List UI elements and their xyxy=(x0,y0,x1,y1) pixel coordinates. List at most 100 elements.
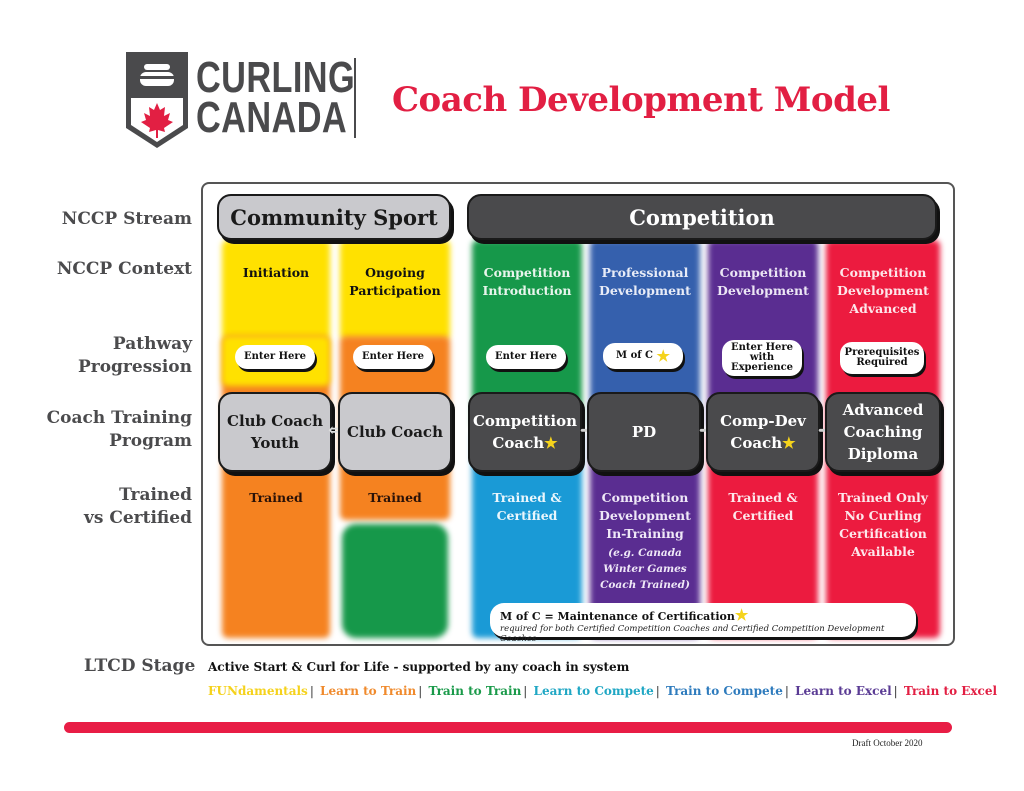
context-competition-development-advanced: Competition Development Advanced xyxy=(826,264,940,318)
program-pd: PD xyxy=(587,392,701,472)
context-line: Participation xyxy=(349,283,441,298)
status-note: (e.g. Canada Winter Games Coach Trained) xyxy=(590,545,700,593)
row-label-program-line-2: Program xyxy=(109,431,192,451)
row-label-trained-line-2: vs Certified xyxy=(83,508,192,528)
program-label: Advanced xyxy=(842,401,924,419)
context-line: Competition xyxy=(483,265,571,280)
star-icon: ★ xyxy=(734,606,749,624)
row-label-program-line-1: Coach Training xyxy=(46,408,192,428)
stream-community-sport: Community Sport xyxy=(217,194,451,240)
pathway-enter-here: Enter Here xyxy=(235,345,315,369)
program-label: Comp-Dev xyxy=(720,412,806,430)
status-line: Certified xyxy=(496,508,558,523)
row-label-trained-line-1: Trained xyxy=(119,485,192,505)
footer-red-bar xyxy=(64,722,952,733)
status-trained: Trained xyxy=(222,489,330,507)
program-label: Coach xyxy=(730,434,783,452)
stage-learn-to-train: Learn to Train xyxy=(320,684,417,698)
status-line: Available xyxy=(851,544,915,559)
divider: | xyxy=(309,684,314,698)
diagram-frame xyxy=(201,182,955,646)
pathway-label: M of C xyxy=(616,350,654,361)
status-line: Trained Only xyxy=(838,490,928,505)
program-label: PD xyxy=(631,423,657,441)
stream-competition: Competition xyxy=(467,194,937,240)
row-label-pathway: Pathway Progression xyxy=(78,333,192,379)
curling-canada-shield-logo xyxy=(126,52,188,148)
pathway-enter-here-with-experience: Enter Here with Experience xyxy=(722,340,802,376)
row-label-pathway-line-2: Progression xyxy=(77,357,192,377)
stage-train-to-compete: Train to Compete xyxy=(666,684,783,698)
context-line: Development xyxy=(717,283,809,298)
status-line: Trained & xyxy=(492,490,562,505)
note-line: (e.g. Canada xyxy=(608,547,682,559)
status-line: Certified xyxy=(732,508,794,523)
note-line: Winter Games xyxy=(603,563,687,575)
row-label-context: NCCP Context xyxy=(56,259,192,279)
band-green xyxy=(342,524,448,638)
pathway-label: Prerequisites xyxy=(844,347,920,358)
pathway-label: Experience xyxy=(730,362,794,373)
program-label: Club Coach xyxy=(227,412,323,430)
context-line: Development xyxy=(837,283,929,298)
band-yellow xyxy=(222,240,330,340)
context-professional-development: Professional Development xyxy=(590,264,700,300)
program-label: Youth xyxy=(250,434,300,452)
status-trained: Trained xyxy=(340,489,450,507)
logo-divider xyxy=(354,58,356,138)
legend-description: required for both Certified Competition … xyxy=(500,624,885,644)
context-line: Ongoing xyxy=(365,265,425,280)
program-label: Coach xyxy=(492,434,545,452)
context-ongoing-participation: Ongoing Participation xyxy=(340,264,450,300)
context-line: Professional xyxy=(601,265,689,280)
logo-line-2: CANADA xyxy=(196,93,348,142)
context-competition-development: Competition Development xyxy=(708,264,818,300)
status-trained-only: Trained Only No Curling Certification Av… xyxy=(826,489,940,561)
legend-title: M of C = Maintenance of Certification xyxy=(500,610,735,623)
ltcd-description: Active Start & Curl for Life - supported… xyxy=(208,660,630,674)
star-icon: ★ xyxy=(656,347,670,365)
context-line: Competition xyxy=(839,265,927,280)
context-initiation: Initiation xyxy=(222,264,330,282)
program-label: Diploma xyxy=(847,445,919,463)
program-club-coach: Club Coach xyxy=(338,392,452,472)
program-label: Club Coach xyxy=(347,423,443,441)
m-of-c-legend: M of C = Maintenance of Certification★ r… xyxy=(490,603,916,644)
status-line: Trained xyxy=(368,490,422,505)
logo-line-1: CURLING xyxy=(196,53,356,102)
context-line: Advanced xyxy=(849,301,917,316)
status-trained-certified: Trained & Certified xyxy=(472,489,582,525)
stage-fundamentals: FUNdamentals xyxy=(208,684,308,698)
note-line: Coach Trained) xyxy=(600,579,690,591)
star-icon: ★ xyxy=(544,434,558,452)
pathway-label: Enter Here xyxy=(730,342,794,353)
band-orange xyxy=(222,336,330,638)
pathway-enter-here: Enter Here xyxy=(486,345,566,369)
row-label-ltcd: LTCD Stage xyxy=(84,656,196,676)
divider: | xyxy=(784,684,789,698)
status-trained-certified: Trained & Certified xyxy=(708,489,818,525)
pathway-m-of-c: M of C ★ xyxy=(603,343,683,369)
status-in-training: Competition Development In-Training xyxy=(590,489,700,543)
star-icon: ★ xyxy=(782,434,796,452)
status-line: Competition xyxy=(601,490,689,505)
stage-train-to-train: Train to Train xyxy=(428,684,522,698)
pathway-label: Enter Here xyxy=(494,351,558,362)
context-competition-introduction: Competition Introduction xyxy=(472,264,582,300)
program-label: Competition xyxy=(472,412,577,430)
stage-learn-to-compete: Learn to Compete xyxy=(533,684,654,698)
pathway-label: with xyxy=(749,352,775,363)
pathway-label: Enter Here xyxy=(361,351,425,362)
context-line: Initiation xyxy=(242,265,310,280)
divider: | xyxy=(893,684,898,698)
divider: | xyxy=(655,684,660,698)
status-line: Development xyxy=(599,508,691,523)
status-line: In-Training xyxy=(606,526,684,541)
status-line: Trained & xyxy=(728,490,798,505)
pathway-label: Required xyxy=(856,357,908,368)
stage-learn-to-excel: Learn to Excel xyxy=(795,684,892,698)
context-line: Introduction xyxy=(482,283,572,298)
